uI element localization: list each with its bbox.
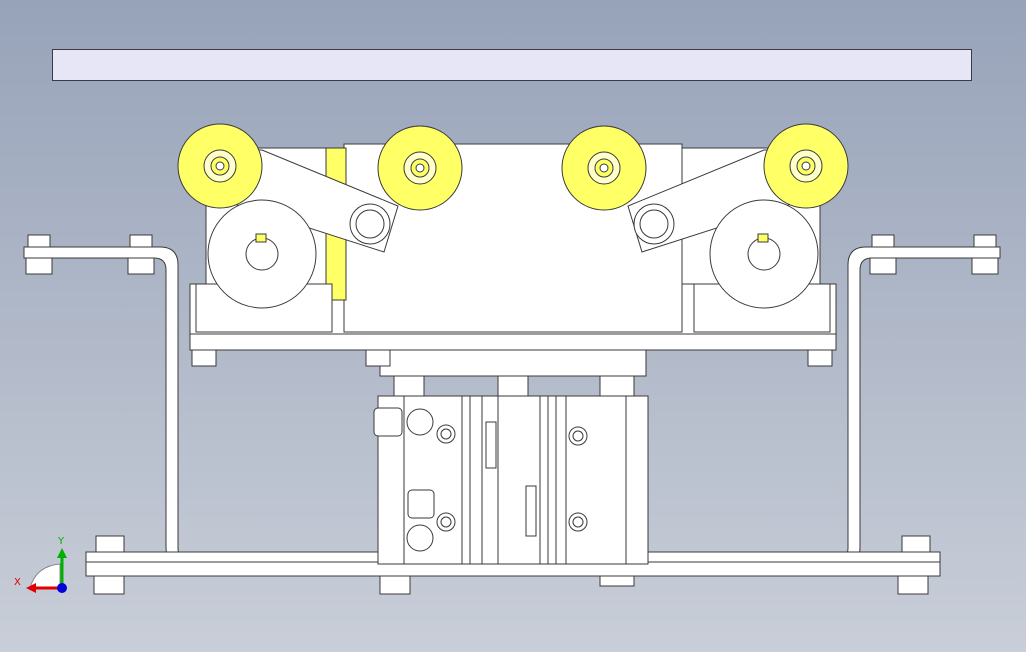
shaft xyxy=(245,237,279,271)
nut xyxy=(127,257,155,275)
guide-rod xyxy=(393,375,425,397)
y-axis-label: Y xyxy=(57,536,65,547)
fitting xyxy=(407,489,435,519)
port xyxy=(406,408,434,436)
bolt-head xyxy=(95,535,125,553)
x-axis-label: X xyxy=(14,577,21,588)
mounting-block xyxy=(379,347,647,377)
bolt-head xyxy=(129,234,153,248)
key xyxy=(757,233,769,243)
fitting xyxy=(373,407,403,437)
guide-rod xyxy=(599,375,635,397)
bolt-head xyxy=(973,234,997,248)
sensor-slot xyxy=(485,421,497,469)
title-bar xyxy=(52,49,972,81)
nut xyxy=(365,349,391,367)
nut xyxy=(807,349,833,367)
nut xyxy=(93,575,125,595)
key xyxy=(255,233,267,243)
bolt-head xyxy=(901,535,931,553)
arm-pivot xyxy=(355,209,385,239)
nut xyxy=(971,257,999,275)
nut xyxy=(379,575,411,595)
z-axis-dot xyxy=(57,583,67,593)
coordinate-triad: Y X xyxy=(14,536,67,593)
right-bracket xyxy=(825,234,1001,567)
port xyxy=(406,524,434,552)
sensor-slot xyxy=(525,485,537,537)
rod-end xyxy=(599,575,635,587)
left-bracket xyxy=(23,234,201,567)
port xyxy=(572,516,584,528)
port xyxy=(440,428,452,440)
yellow-roller-2 xyxy=(377,125,463,211)
bolt-head xyxy=(871,234,895,248)
pneumatic-cylinder xyxy=(373,375,649,565)
yellow-roller-4 xyxy=(763,123,849,209)
arm-pivot xyxy=(639,209,669,239)
bolt-head xyxy=(27,234,51,248)
guide-rod xyxy=(497,375,529,397)
nut xyxy=(869,257,897,275)
yellow-roller-3 xyxy=(561,125,647,211)
nut xyxy=(897,575,929,595)
port xyxy=(572,430,584,442)
port xyxy=(440,516,452,528)
yellow-roller-1 xyxy=(177,123,263,209)
shaft xyxy=(747,237,781,271)
nut xyxy=(25,257,53,275)
nut xyxy=(191,349,217,367)
